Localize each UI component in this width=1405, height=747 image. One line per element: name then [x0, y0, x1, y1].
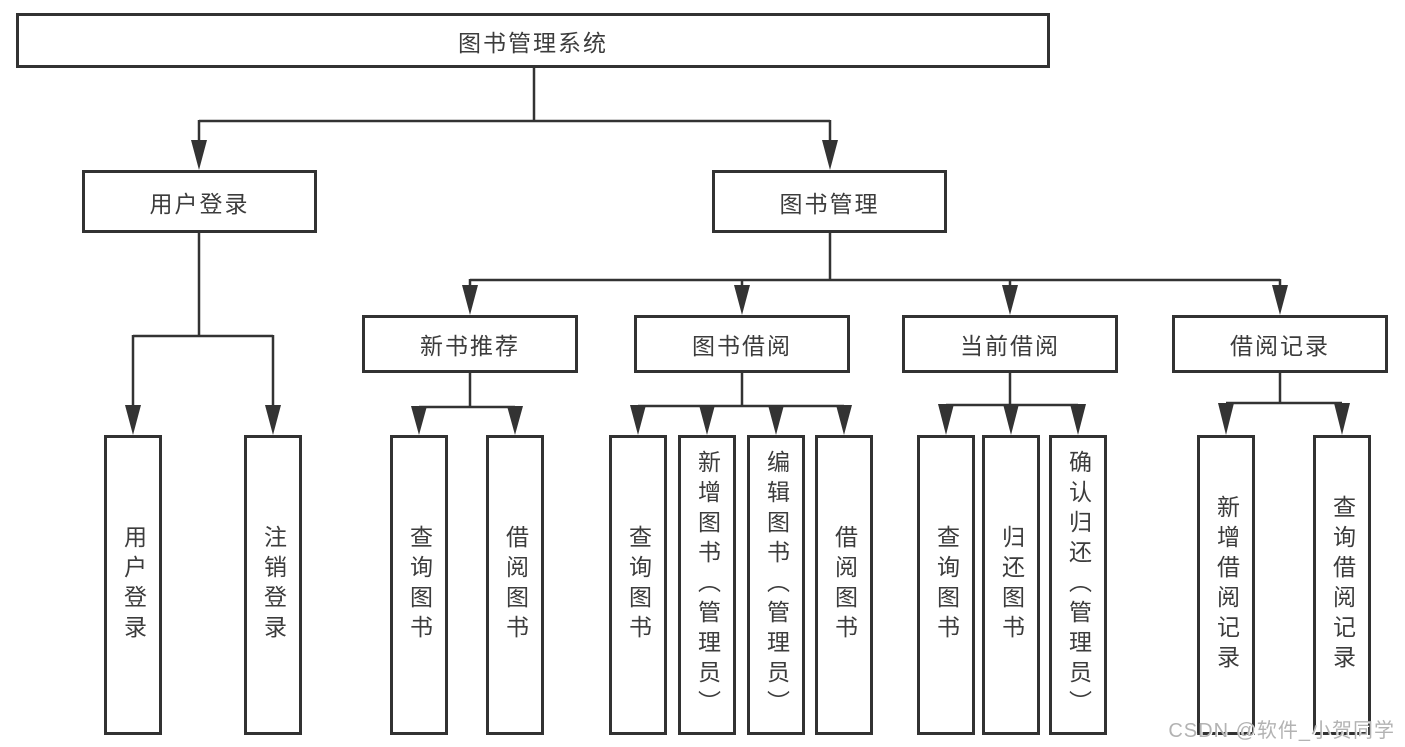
leaf-add-borrow-record-label: 新增借阅记录 [1213, 495, 1240, 675]
node-new-book-recommend-label: 新书推荐 [420, 333, 520, 359]
leaf-borrow-books-recommend-label: 借阅图书 [502, 525, 529, 645]
leaf-return-book-label: 归还图书 [998, 525, 1025, 645]
node-book-management: 图书管理 [712, 170, 947, 233]
node-book-borrow: 图书借阅 [634, 315, 850, 373]
node-book-management-label: 图书管理 [779, 190, 880, 217]
leaf-edit-book-admin: 编辑图书（管理员） [747, 435, 805, 735]
leaf-add-borrow-record: 新增借阅记录 [1197, 435, 1255, 735]
node-root-label: 图书管理系统 [458, 29, 608, 56]
leaf-confirm-return-admin-label: 确认归还（管理员） [1065, 450, 1092, 720]
leaf-add-book-admin: 新增图书（管理员） [678, 435, 736, 735]
leaf-borrow-books-2-label: 借阅图书 [831, 525, 858, 645]
node-current-borrow-label: 当前借阅 [960, 333, 1060, 359]
leaf-query-borrow-record: 查询借阅记录 [1313, 435, 1371, 735]
leaf-query-books-current-label: 查询图书 [933, 525, 960, 645]
leaf-return-book: 归还图书 [982, 435, 1040, 735]
node-user-login-label: 用户登录 [149, 190, 250, 217]
leaf-query-books-recommend-label: 查询图书 [406, 525, 433, 645]
node-borrow-records: 借阅记录 [1172, 315, 1388, 373]
leaf-user-login-label: 用户登录 [120, 525, 147, 645]
leaf-edit-book-admin-label: 编辑图书（管理员） [763, 450, 790, 720]
node-current-borrow: 当前借阅 [902, 315, 1118, 373]
watermark: CSDN @软件_小贺同学 [1168, 720, 1395, 742]
leaf-borrow-books-recommend: 借阅图书 [486, 435, 544, 735]
leaf-query-books-recommend: 查询图书 [390, 435, 448, 735]
node-user-login: 用户登录 [82, 170, 317, 233]
leaf-query-books-current: 查询图书 [917, 435, 975, 735]
leaf-logout: 注销登录 [244, 435, 302, 735]
leaf-borrow-books-2: 借阅图书 [815, 435, 873, 735]
node-root: 图书管理系统 [16, 13, 1050, 68]
node-new-book-recommend: 新书推荐 [362, 315, 578, 373]
leaf-query-books-borrow-label: 查询图书 [625, 525, 652, 645]
leaf-confirm-return-admin: 确认归还（管理员） [1049, 435, 1107, 735]
leaf-user-login: 用户登录 [104, 435, 162, 735]
leaf-add-book-admin-label: 新增图书（管理员） [694, 450, 721, 720]
leaf-logout-label: 注销登录 [260, 525, 287, 645]
node-borrow-records-label: 借阅记录 [1230, 333, 1330, 359]
leaf-query-books-borrow: 查询图书 [609, 435, 667, 735]
node-book-borrow-label: 图书借阅 [692, 333, 792, 359]
leaf-query-borrow-record-label: 查询借阅记录 [1329, 495, 1356, 675]
